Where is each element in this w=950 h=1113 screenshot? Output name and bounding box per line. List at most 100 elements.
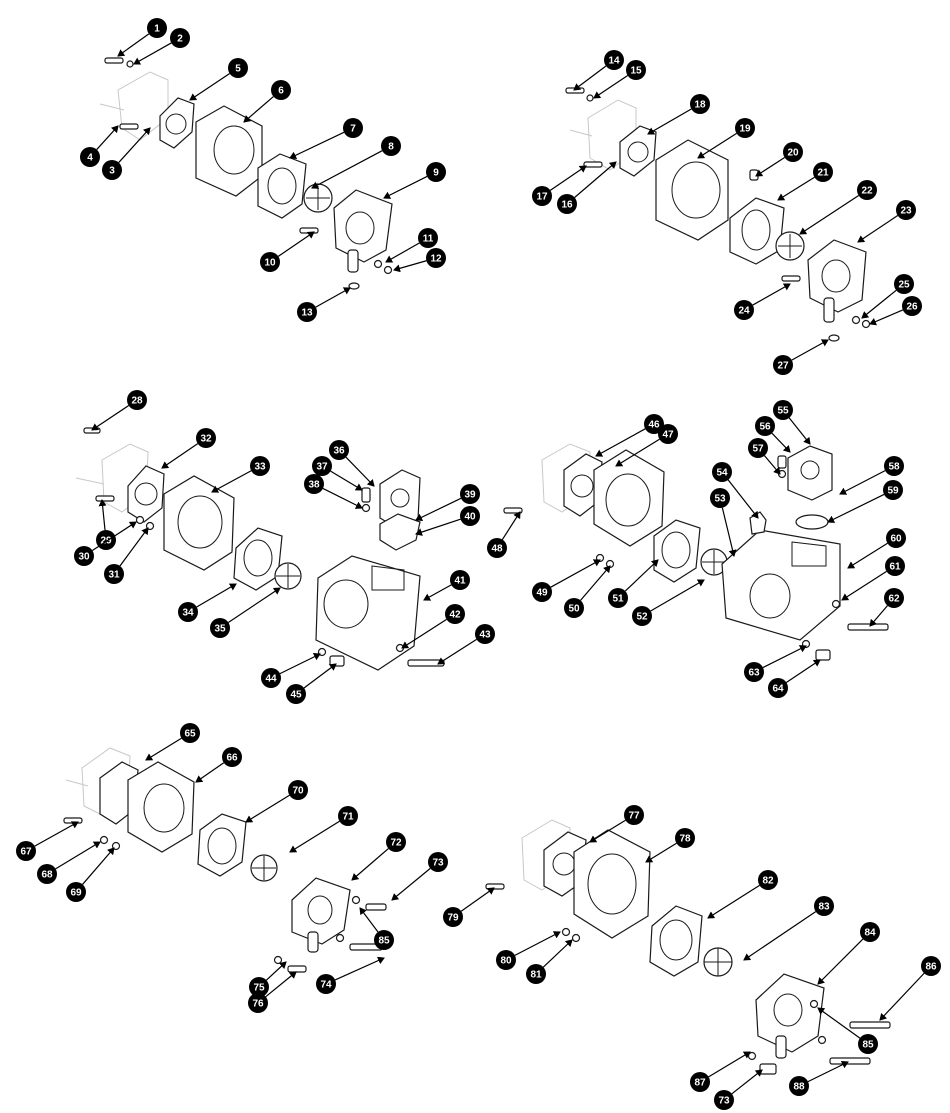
callout-number: 14 [608, 56, 620, 67]
callout-badge [180, 723, 200, 743]
callout-badge [297, 302, 317, 322]
callout-badge [249, 977, 269, 997]
callout-badge [104, 564, 124, 584]
callout-56: 56 [755, 416, 791, 453]
callout-9: 9 [383, 162, 446, 199]
callout-21: 21 [777, 162, 833, 201]
callout-31: 31 [104, 527, 149, 584]
callout-number: 58 [888, 462, 900, 473]
callout-leader-arrow [311, 150, 383, 189]
callout-leader-arrow [196, 583, 237, 608]
callout-badge [312, 456, 332, 476]
callout-7: 7 [289, 118, 363, 160]
callout-leader-arrow [755, 156, 785, 177]
callout-28: 28 [91, 390, 147, 431]
callout-number: 8 [388, 142, 394, 153]
callout-leader-arrow [383, 175, 428, 199]
callout-73: 73 [714, 1069, 763, 1110]
callout-badge [604, 50, 624, 70]
callout-36: 36 [329, 440, 375, 487]
callout-65: 65 [145, 723, 200, 761]
callout-number: 68 [41, 870, 53, 881]
callout-badge [271, 80, 291, 100]
callout-badge [921, 956, 941, 976]
callout-leader-arrow [514, 931, 561, 956]
callout-number: 39 [464, 490, 476, 501]
callout-leader-arrow [315, 287, 351, 308]
callout-leader-arrow [118, 127, 151, 163]
callout-number: 24 [738, 306, 750, 317]
callout-20: 20 [755, 142, 803, 177]
callout-leader-arrow [289, 820, 340, 853]
callout-leader-arrow [549, 165, 587, 191]
callout-1: 1 [117, 18, 167, 57]
callout-number: 19 [739, 124, 751, 135]
callout-number: 34 [182, 608, 194, 619]
callout-79: 79 [443, 887, 495, 927]
callout-badge [789, 1076, 809, 1096]
callout-68: 68 [37, 841, 101, 884]
callout-badge [475, 624, 495, 644]
callout-number: 11 [423, 234, 434, 245]
callout-leader-arrow [807, 1061, 849, 1083]
callout-number: 18 [694, 100, 706, 111]
callout-badge [883, 480, 903, 500]
callout-leader-arrow [788, 417, 811, 445]
callout-leader-arrow [437, 638, 477, 665]
callout-badge [487, 538, 507, 558]
callout-badge [896, 200, 916, 220]
callout-60: 60 [847, 528, 906, 569]
callout-leader-arrow [839, 470, 886, 495]
callout-number: 21 [817, 168, 829, 179]
callout-number: 56 [759, 422, 771, 433]
callout-number: 79 [447, 913, 459, 924]
callout-number: 38 [308, 480, 320, 491]
callout-number: 72 [390, 838, 402, 849]
callout-leader-arrow [189, 73, 231, 101]
callout-48: 48 [487, 511, 521, 558]
callout-badge [734, 300, 754, 320]
callout-leader-arrow [351, 848, 389, 881]
callout-number: 51 [612, 594, 624, 605]
callout-23: 23 [857, 200, 916, 243]
callout-leader-arrow [593, 75, 629, 99]
callout-41: 41 [423, 570, 470, 601]
callout-number: 67 [20, 847, 32, 858]
callout-badge [426, 248, 446, 268]
callout-leader-arrow [708, 1051, 751, 1078]
callout-number: 60 [890, 534, 902, 545]
callout-86: 86 [879, 956, 941, 1021]
callout-number: 17 [536, 192, 548, 203]
callout-19: 19 [697, 118, 755, 159]
callout-badge [644, 414, 664, 434]
callout-badge [248, 993, 268, 1013]
callout-leader-arrow [731, 1069, 763, 1095]
callout-leader-arrow [133, 42, 172, 65]
callout-badge [860, 922, 880, 942]
callout-badge [228, 58, 248, 78]
callout-badge [768, 678, 788, 698]
callout-leader-arrow [727, 479, 759, 519]
callout-14: 14 [573, 50, 624, 91]
callout-number: 87 [694, 1078, 706, 1089]
callout-number: 74 [320, 980, 332, 991]
callout-10: 10 [260, 231, 315, 272]
callout-badge [386, 832, 406, 852]
callout-leader-arrow [650, 579, 705, 612]
callout-badge [626, 60, 646, 80]
callout-leader-arrow [279, 653, 321, 675]
callout-number: 5 [235, 64, 241, 75]
callout-4: 4 [80, 125, 119, 167]
callout-number: 15 [630, 66, 642, 77]
callout-badge [773, 400, 793, 420]
callout-34: 34 [178, 583, 237, 622]
callout-number: 71 [342, 812, 354, 823]
callout-leader-arrow [393, 260, 427, 273]
callout-3: 3 [102, 127, 151, 180]
callout-leader-arrow [752, 283, 791, 306]
callout-badge [261, 668, 281, 688]
callout-badge [329, 440, 349, 460]
callout-badge [178, 602, 198, 622]
callout-badge [710, 488, 730, 508]
callout-27: 27 [773, 339, 829, 375]
